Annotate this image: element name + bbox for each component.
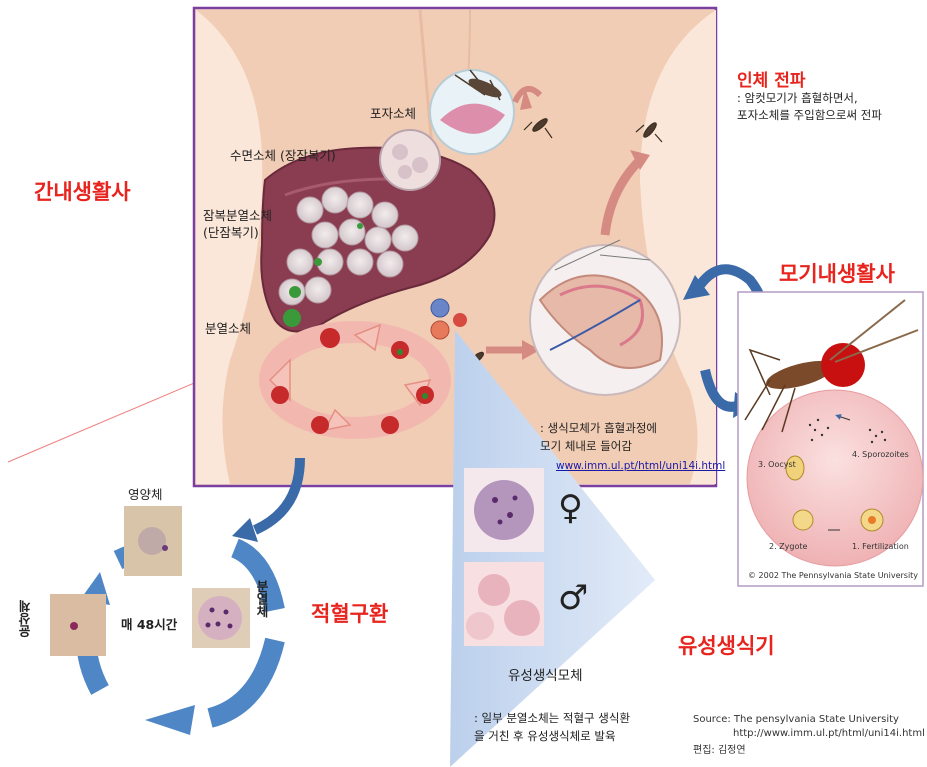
gametocyte-source-link[interactable]: www.imm.ul.pt/html/uni14i.html — [556, 460, 725, 472]
sexual-stage-title: 유성생식기 — [678, 630, 775, 660]
liver-cycle-title: 간내생활사 — [34, 176, 131, 206]
sexual-note-line1: : 일부 분열소체는 적혈구 생식환 — [474, 710, 630, 726]
ring-form-image — [50, 594, 106, 656]
credit-source-2: http://www.imm.ul.pt/html/uni14i.html — [733, 727, 925, 741]
label-hypnozoite: 수면소체 (장잠복기) — [230, 145, 336, 164]
mosquito-panel-copyright: © 2002 The Pennsylvania State University — [748, 571, 918, 580]
label-schizont: 분열체 — [252, 580, 271, 618]
credit-editor: 편집: 김정연 — [693, 744, 746, 758]
male-symbol: ♂ — [558, 578, 588, 618]
sexual-note-line2: 을 거친 후 유성생식체로 발육 — [474, 728, 616, 744]
schizont-image — [192, 588, 250, 648]
label-period: 매 48시간 — [121, 614, 177, 633]
mosquito-inject-circle — [430, 70, 514, 154]
gametocyte-note-line2: 모기 체내로 들어감 — [540, 438, 632, 454]
blue-arrow-down-tip — [232, 518, 258, 542]
label-ring-form: 윤상체 — [16, 600, 35, 638]
stage-sporozoites: 4. Sporozoites — [852, 450, 909, 459]
label-latent-schizont-2: (단잠복기) — [203, 222, 259, 241]
label-gametocyte: 유성생식모체 — [508, 664, 583, 684]
transmission-desc-line1: : 암컷모기가 흡혈하면서, — [737, 90, 858, 106]
trophozoite-image — [124, 506, 182, 576]
transmission-title: 인체 전파 — [737, 66, 805, 91]
mosquito-cycle-title: 모기내생활사 — [779, 258, 895, 288]
stage-oocyst: 3. Oocyst — [758, 460, 796, 469]
transmission-desc-line2: 포자소체를 주입함으로써 전파 — [737, 107, 882, 123]
stage-fertilization: 1. Fertilization — [852, 542, 909, 551]
label-trophozoite: 영양체 — [128, 484, 163, 503]
blood-cycle-title: 적혈구환 — [311, 598, 388, 628]
credit-source-1: Source: The pensylvania State University — [693, 713, 899, 727]
label-sporozoite: 포자소체 — [370, 103, 416, 122]
label-merozoite: 분열소체 — [205, 318, 251, 337]
liver-zoom-circle — [380, 130, 440, 190]
female-symbol: ♀ — [558, 488, 583, 528]
gametocyte-note-line1: : 생식모체가 흡혈과정에 — [540, 420, 657, 436]
stage-zygote: 2. Zygote — [769, 542, 807, 551]
